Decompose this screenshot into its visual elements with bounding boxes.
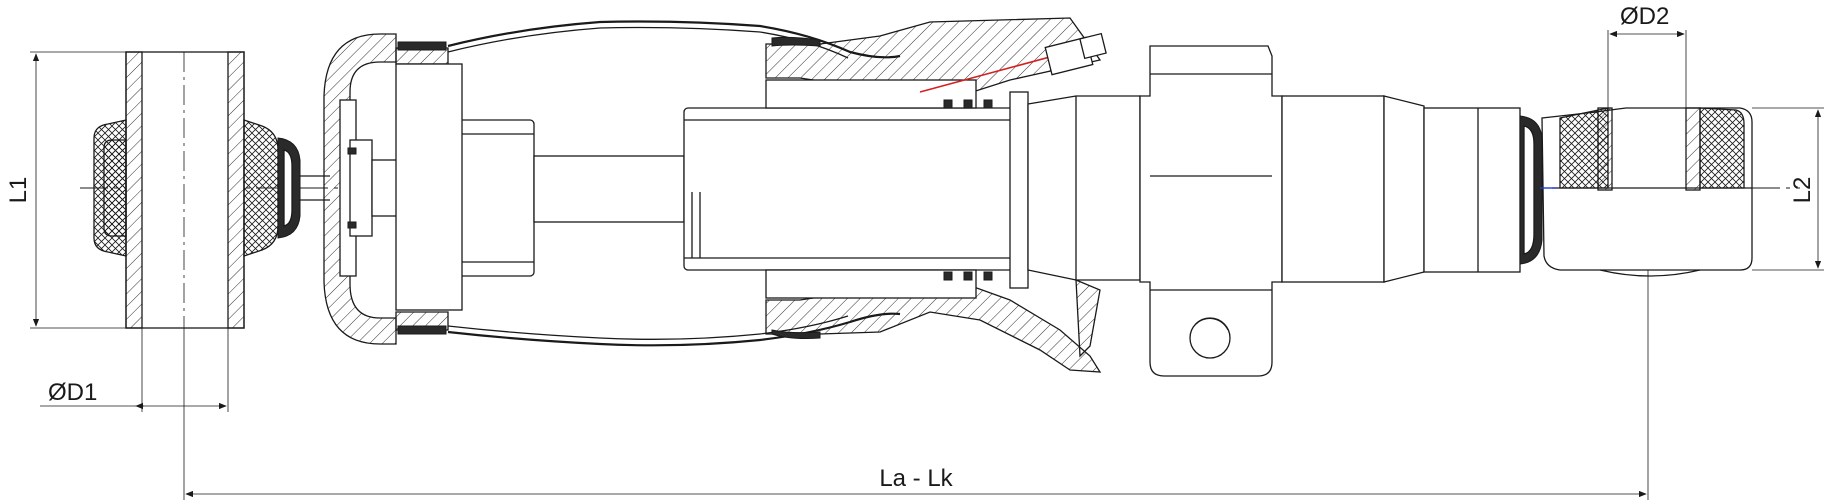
label-l2: L2 [1789,177,1816,204]
hex-nut [1139,45,1283,377]
right-cable-gland [1540,107,1753,277]
right-body [1281,95,1543,283]
dimension-d2: ØD2 [1607,3,1687,108]
label-d2: ØD2 [1620,3,1669,30]
dimension-la-lk: La - Lk [183,270,1649,500]
central-shaft [533,107,1015,271]
tapered-connector [1027,95,1141,358]
left-cable-sleeve [93,51,330,329]
dimension-d1: ØD1 [40,328,229,412]
label-l1: L1 [5,177,32,204]
probe-wire [919,32,1107,93]
dimension-l2: L2 [1752,107,1824,271]
label-d1: ØD1 [48,379,97,406]
inner-housing [395,41,463,335]
dimension-l1: L1 [5,51,126,329]
label-la-lk: La - Lk [879,465,953,492]
coupling-body [765,17,1102,373]
